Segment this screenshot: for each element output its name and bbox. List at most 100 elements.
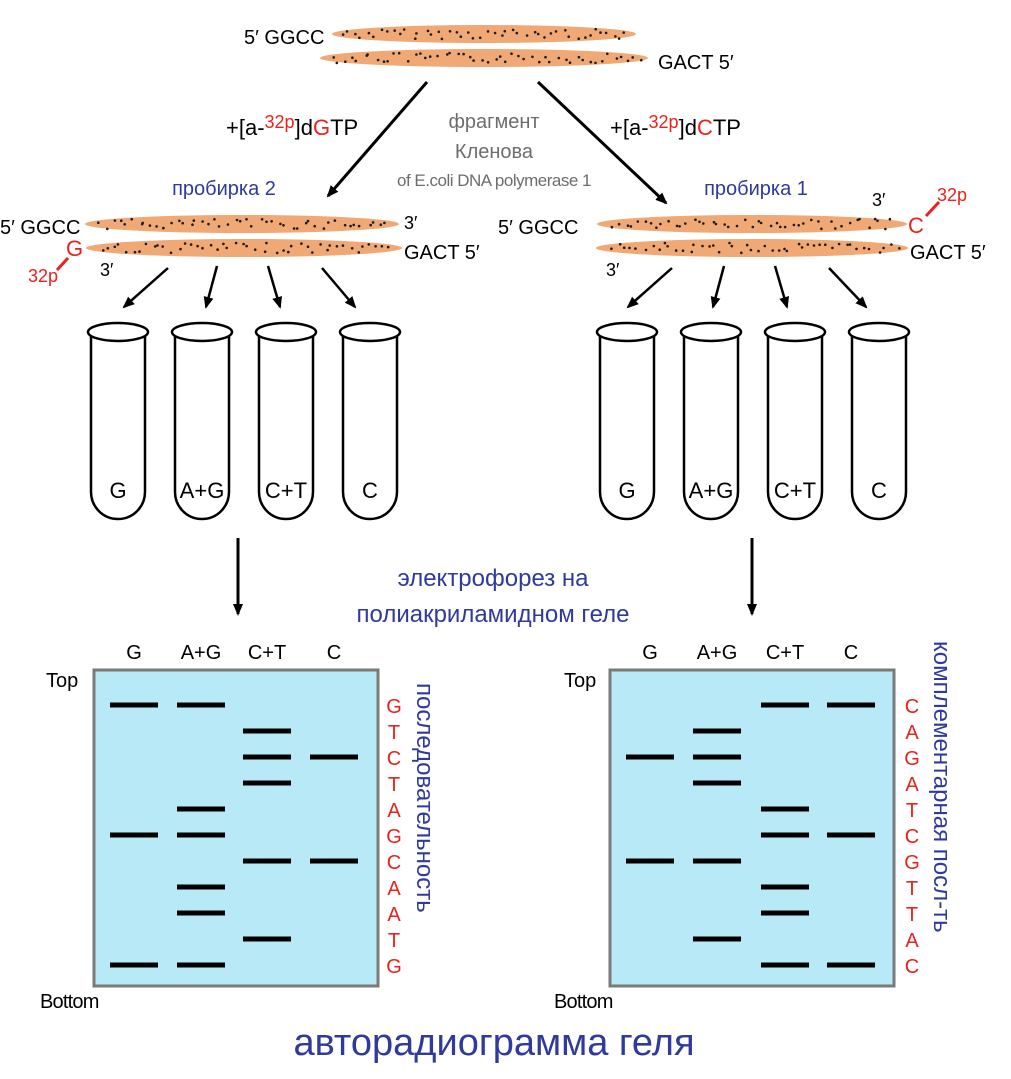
gel-lane-label: G (642, 642, 658, 664)
strand-dot (806, 243, 810, 246)
strand-dot (379, 223, 383, 226)
gel-left-top-label: Top (46, 670, 78, 692)
strand-dot (840, 224, 843, 228)
sequence-letter: A (905, 722, 919, 744)
left-duplex-right-label: GACT 5′ (404, 242, 480, 264)
strand-dot (392, 52, 395, 55)
strand-dot (440, 37, 444, 41)
top-strand-upper (332, 25, 636, 43)
sequence-letter: C (905, 956, 919, 978)
strand-dot (846, 243, 849, 247)
strand-dot (469, 55, 472, 59)
gel-band (243, 754, 291, 760)
strand-dot (141, 221, 144, 225)
strand-dot (898, 247, 901, 250)
strand-dot (123, 223, 126, 226)
strand-dot (153, 245, 157, 248)
strand-dot (265, 220, 268, 224)
strand-dot (848, 243, 852, 246)
strand-dot (341, 33, 345, 36)
test-tube-label: C+T (774, 478, 816, 503)
strand-dot (306, 219, 310, 223)
strand-dot (249, 225, 253, 228)
strand-dot (702, 222, 705, 225)
sequence-letter: A (905, 930, 919, 952)
strand-dot (878, 251, 882, 254)
strand-dot (568, 61, 572, 64)
sequence-letter: T (906, 878, 918, 900)
gel-band (827, 702, 875, 708)
left-duplex-left-label: 5′ GGCC (0, 217, 80, 239)
strand-dot (730, 244, 734, 248)
strand-dot (594, 61, 597, 65)
strand-dot (374, 245, 377, 248)
sequence-letter: T (388, 774, 400, 796)
test-tube-rim (679, 321, 743, 343)
strand-dot (675, 224, 679, 228)
strand-dot (97, 221, 100, 224)
right-duplex-32p: 32p (937, 185, 967, 205)
strand-dot (862, 246, 866, 250)
strand-dot (658, 248, 661, 251)
strand-dot (354, 59, 358, 63)
strand-dot (181, 221, 184, 225)
strand-dot (287, 250, 290, 254)
sequence-letter: A (905, 774, 919, 796)
strand-dot (478, 36, 482, 40)
test-tube-body (766, 333, 824, 521)
strand-dot (714, 222, 718, 226)
strand-dot (486, 61, 490, 64)
strand-dot (868, 226, 871, 229)
sequence-letter: A (387, 800, 401, 822)
gel-right-bottom-label: Bottom (554, 991, 613, 1013)
strand-dot (437, 30, 441, 34)
strand-dot (201, 220, 204, 223)
strand-dot (501, 34, 504, 37)
strand-dot (242, 242, 245, 246)
strand-dot (495, 58, 499, 61)
strand-dot (462, 52, 465, 56)
strand-dot (812, 244, 816, 247)
strand-dot (493, 31, 497, 35)
strand-dot (740, 251, 743, 255)
strand-dot (659, 222, 662, 226)
test-tube-rim (847, 321, 911, 343)
strand-dot (522, 57, 525, 61)
strand-dot (601, 60, 604, 63)
strand-dot (344, 60, 347, 63)
right-duplex-left-label: 5′ GGCC (498, 217, 578, 239)
strand-dot (622, 246, 626, 249)
strand-dot (201, 246, 204, 250)
left-duplex: 5′ GGCC 3′ GACT 5′ G 32p 3′ (0, 213, 480, 286)
strand-dot (888, 217, 892, 221)
sequence-letter: C (387, 852, 401, 874)
strand-dot (531, 55, 534, 59)
strand-dot (457, 52, 461, 56)
strand-dot (538, 60, 541, 64)
caption: авторадиограмма геля (293, 1022, 694, 1064)
svg-text:фрагмент: фрагмент (448, 111, 539, 133)
gel-band (243, 728, 291, 734)
strand-dot (712, 244, 715, 247)
strand-dot (467, 31, 470, 34)
right-duplex-upper-strand (597, 215, 907, 233)
top-duplex-left-label: 5′ GGCC (244, 27, 324, 49)
strand-dot (577, 55, 581, 59)
strand-dot (235, 218, 239, 222)
strand-dot (618, 242, 622, 246)
strand-dot (554, 30, 558, 33)
right-32p-link (924, 200, 941, 218)
strand-dot (549, 32, 553, 35)
branch-arrow-left (326, 81, 429, 198)
strand-dot (319, 243, 322, 246)
strand-dot (191, 223, 194, 226)
strand-dot (328, 244, 332, 247)
top-duplex-right-label: GACT 5′ (658, 52, 734, 74)
strand-dot (751, 225, 755, 229)
strand-dot (567, 35, 570, 38)
test-tube: C+T (254, 321, 318, 521)
electrophoresis-label: электрофорез на полиакриламидном геле (357, 565, 630, 628)
strand-dot (245, 218, 248, 221)
strand-dot (726, 225, 730, 229)
